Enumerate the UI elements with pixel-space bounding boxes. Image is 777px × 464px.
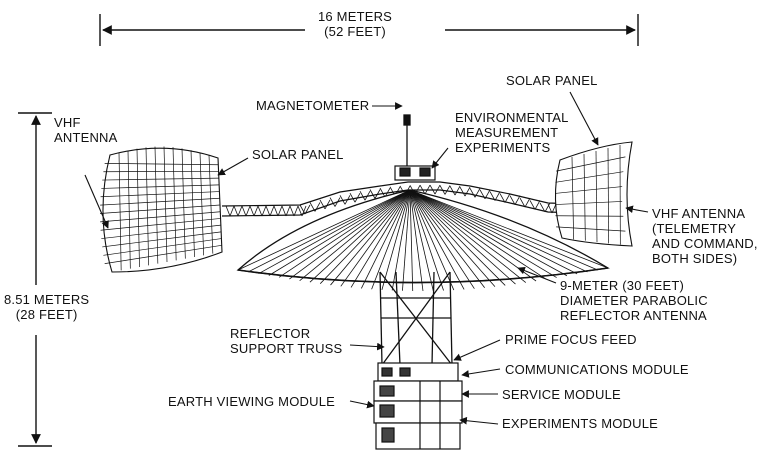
line-detail: [450, 186, 455, 195]
right-solar-panel: [555, 142, 632, 246]
label-line: MEASUREMENT: [455, 125, 569, 140]
module-stack: [374, 363, 462, 449]
line-detail: [274, 206, 278, 216]
height-meters: 8.51 METERS: [4, 292, 89, 307]
earth-viewing-arrow: [350, 401, 374, 406]
line-detail: [286, 206, 290, 216]
line-detail: [470, 188, 475, 197]
line-detail: [282, 206, 286, 216]
line-detail: [302, 206, 306, 216]
line-detail: [262, 206, 266, 216]
solar-right-arrow: [570, 92, 598, 145]
line-detail: [290, 206, 294, 216]
line-detail: [226, 206, 230, 216]
reflector-support-truss: [380, 272, 452, 365]
environmental-label: ENVIRONMENTAL MEASUREMENT EXPERIMENTS: [455, 110, 569, 155]
label-line: VHF: [54, 115, 118, 130]
support-truss-label: REFLECTOR SUPPORT TRUSS: [230, 326, 342, 356]
experiments-label: EXPERIMENTS MODULE: [502, 416, 658, 431]
vhf-antenna-left-label: VHF ANTENNA: [54, 115, 118, 145]
line-detail: [380, 188, 385, 197]
width-feet: (52 FEET): [318, 24, 392, 39]
magnetometer-label: MAGNETOMETER: [256, 98, 369, 113]
label-line: (TELEMETRY: [652, 221, 758, 236]
label-line: BOTH SIDES): [652, 251, 758, 266]
height-feet: (28 FEET): [4, 307, 89, 322]
prime-focus-arrow: [454, 340, 500, 360]
line-detail: [242, 206, 246, 216]
line-detail: [250, 206, 254, 216]
vhf-right-arrow: [626, 208, 648, 212]
solar-left-arrow: [218, 158, 248, 175]
line-detail: [465, 187, 470, 196]
prime-focus-label: PRIME FOCUS FEED: [505, 332, 637, 347]
label-line: ENVIRONMENTAL: [455, 110, 569, 125]
line-detail: [505, 194, 510, 203]
line-detail: [258, 206, 262, 216]
line-detail: [495, 192, 500, 201]
line-detail: [455, 186, 460, 195]
height-dimension-line: [18, 113, 52, 446]
width-meters: 16 METERS: [318, 9, 392, 24]
service-label: SERVICE MODULE: [502, 387, 621, 402]
width-dimension-label: 16 METERS (52 FEET): [318, 9, 392, 39]
solar-panel-left-label: SOLAR PANEL: [252, 147, 344, 162]
line-detail: [535, 200, 540, 209]
magnetometer-mast: [404, 115, 410, 168]
line-detail: [270, 206, 274, 216]
left-solar-panel: [100, 147, 222, 273]
label-line: REFLECTOR: [230, 326, 342, 341]
line-detail: [480, 190, 485, 199]
label-line: SUPPORT TRUSS: [230, 341, 342, 356]
environmental-package: [395, 166, 435, 180]
solar-panel-right-label: SOLAR PANEL: [506, 73, 598, 88]
communications-label: COMMUNICATIONS MODULE: [505, 362, 689, 377]
truss-arrow: [350, 345, 384, 347]
environmental-arrow: [432, 148, 448, 168]
line-detail: [350, 193, 355, 202]
line-detail: [234, 206, 238, 216]
communications-arrow: [462, 369, 500, 375]
vhf-antenna-right-label: VHF ANTENNA (TELEMETRY AND COMMAND, BOTH…: [652, 206, 758, 266]
line-detail: [515, 196, 520, 205]
line-detail: [278, 206, 282, 216]
reflector-label: 9-METER (30 FEET) DIAMETER PARABOLIC REF…: [560, 278, 708, 323]
line-detail: [254, 206, 258, 216]
label-line: DIAMETER PARABOLIC: [560, 293, 708, 308]
line-detail: [360, 191, 365, 200]
line-detail: [460, 187, 465, 196]
height-dimension-label: 8.51 METERS (28 FEET): [4, 292, 89, 322]
line-detail: [525, 198, 530, 207]
label-line: ANTENNA: [54, 130, 118, 145]
line-detail: [230, 206, 234, 216]
line-detail: [246, 206, 250, 216]
line-detail: [266, 206, 270, 216]
label-line: VHF ANTENNA: [652, 206, 758, 221]
line-detail: [330, 198, 335, 207]
line-detail: [370, 189, 375, 198]
earth-viewing-label: EARTH VIEWING MODULE: [168, 394, 335, 409]
experiments-arrow: [460, 420, 498, 424]
line-detail: [445, 185, 450, 194]
label-line: REFLECTOR ANTENNA: [560, 308, 708, 323]
line-detail: [315, 202, 320, 211]
label-line: AND COMMAND,: [652, 236, 758, 251]
line-detail: [238, 206, 242, 216]
label-line: 9-METER (30 FEET): [560, 278, 708, 293]
label-line: EXPERIMENTS: [455, 140, 569, 155]
